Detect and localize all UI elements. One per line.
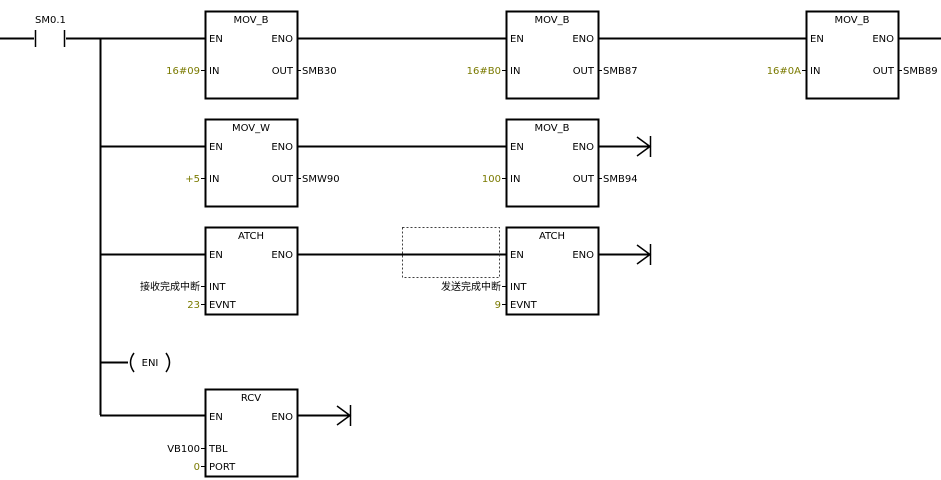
contact-sm0-1[interactable] xyxy=(34,30,66,47)
pin-en: EN xyxy=(209,34,223,45)
pin-in: IN xyxy=(810,66,820,77)
box-mov-b[interactable]: MOV_B EN ENO IN 100 OUT SMB94 xyxy=(482,118,638,208)
operand-in[interactable]: +5 xyxy=(185,174,200,185)
box-title: ATCH xyxy=(539,231,565,242)
selection-cursor[interactable] xyxy=(402,227,500,278)
box-mov-b[interactable]: MOV_B EN ENO IN 16#0A OUT SMB89 xyxy=(767,10,938,100)
operand-int[interactable]: 发送完成中断 xyxy=(441,280,501,293)
box-title: MOV_B xyxy=(534,123,569,134)
operand-in[interactable]: 100 xyxy=(482,174,501,185)
pin-in: IN xyxy=(510,66,520,77)
pin-en: EN xyxy=(810,34,824,45)
pin-int: INT xyxy=(510,282,527,293)
operand-out[interactable]: SMB87 xyxy=(603,66,638,77)
box-title: RCV xyxy=(241,393,261,404)
pin-in: IN xyxy=(209,174,219,185)
pin-tbl: TBL xyxy=(208,444,228,455)
pin-evnt: EVNT xyxy=(510,300,538,311)
operand-in[interactable]: 16#0A xyxy=(767,66,801,77)
pin-evnt: EVNT xyxy=(209,300,237,311)
operand-evnt[interactable]: 23 xyxy=(187,300,200,311)
box-mov-b[interactable]: MOV_B EN ENO IN 16#B0 OUT SMB87 xyxy=(467,10,638,100)
contact-label: SM0.1 xyxy=(35,15,66,26)
pin-out: OUT xyxy=(272,174,294,185)
box-title: MOV_B xyxy=(233,15,268,26)
pin-eno: ENO xyxy=(572,34,594,45)
pin-eno: ENO xyxy=(271,250,293,261)
operand-int[interactable]: 接收完成中断 xyxy=(140,280,200,293)
pin-out: OUT xyxy=(873,66,895,77)
pin-in: IN xyxy=(209,66,219,77)
pin-eno: ENO xyxy=(872,34,894,45)
pin-out: OUT xyxy=(573,66,595,77)
box-mov-b[interactable]: MOV_B EN ENO IN 16#09 OUT SMB30 xyxy=(166,10,337,100)
operand-out[interactable]: SMW90 xyxy=(302,174,340,185)
pin-out: OUT xyxy=(272,66,294,77)
pin-in: IN xyxy=(510,174,520,185)
pin-en: EN xyxy=(209,142,223,153)
operand-out[interactable]: SMB30 xyxy=(302,66,337,77)
end-arrow-1 xyxy=(636,136,652,157)
operand-tbl[interactable]: VB100 xyxy=(167,444,200,455)
pin-en: EN xyxy=(510,142,524,153)
pin-en: EN xyxy=(510,34,524,45)
box-title: MOV_W xyxy=(232,123,270,134)
pin-eno: ENO xyxy=(572,250,594,261)
operand-in[interactable]: 16#09 xyxy=(166,66,200,77)
operand-out[interactable]: SMB89 xyxy=(903,66,938,77)
operand-in[interactable]: 16#B0 xyxy=(467,66,501,77)
operand-out[interactable]: SMB94 xyxy=(603,174,638,185)
box-mov-w[interactable]: MOV_W EN ENO IN +5 OUT SMW90 xyxy=(185,118,340,208)
pin-port: PORT xyxy=(209,462,236,473)
pin-en: EN xyxy=(510,250,524,261)
pin-en: EN xyxy=(209,250,223,261)
operand-port[interactable]: 0 xyxy=(194,462,200,473)
end-arrow-3 xyxy=(336,405,352,426)
pin-int: INT xyxy=(209,282,226,293)
box-atch[interactable]: ATCH EN ENO INT 接收完成中断 EVNT 23 xyxy=(140,226,299,316)
end-arrow-2 xyxy=(636,244,652,265)
box-title: MOV_B xyxy=(534,15,569,26)
box-title: ATCH xyxy=(238,231,264,242)
pin-eno: ENO xyxy=(271,34,293,45)
operand-evnt[interactable]: 9 xyxy=(495,300,501,311)
box-atch[interactable]: ATCH EN ENO INT 发送完成中断 EVNT 9 xyxy=(441,226,600,316)
coil-label: ENI xyxy=(142,358,159,369)
coil-eni[interactable] xyxy=(129,352,171,373)
pin-out: OUT xyxy=(573,174,595,185)
pin-eno: ENO xyxy=(271,412,293,423)
pin-eno: ENO xyxy=(271,142,293,153)
pin-en: EN xyxy=(209,412,223,423)
pin-eno: ENO xyxy=(572,142,594,153)
box-title: MOV_B xyxy=(834,15,869,26)
